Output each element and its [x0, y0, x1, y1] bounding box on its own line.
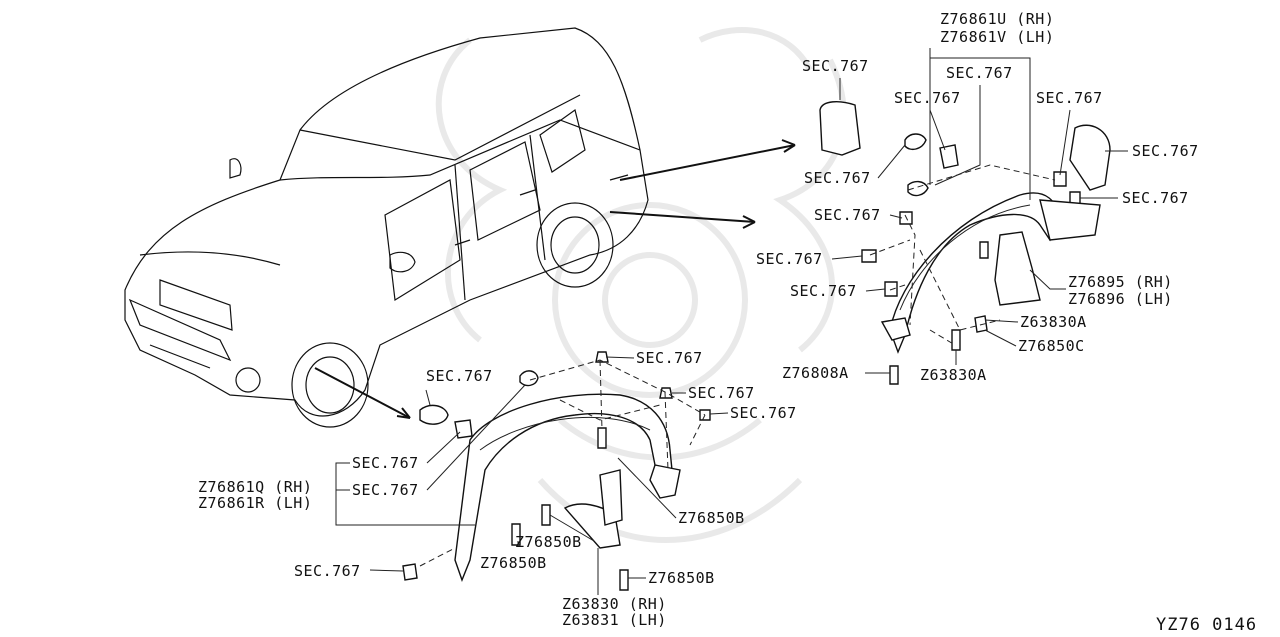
label-rear-liner-lh: Z76861V (LH) — [940, 28, 1054, 46]
watermark-crest — [435, 27, 847, 543]
label-rear-screw-c: Z76850C — [1018, 337, 1085, 355]
label-rear-bolt-b: Z63830A — [920, 366, 987, 384]
label-front-flap-lh: Z63831 (LH) — [562, 611, 667, 629]
label-rear-top-c: SEC.767 — [894, 89, 961, 107]
label-front-screw-d: Z76850B — [648, 569, 715, 587]
label-front-screw-c: Z76850B — [480, 554, 547, 572]
label-rear-liner-rh: Z76861U (RH) — [940, 10, 1054, 28]
label-rear-top-d: SEC.767 — [1036, 89, 1103, 107]
label-rear-flap-rh: Z76895 (RH) — [1068, 273, 1173, 291]
diagram-reference-code: YZ76 0146 — [1156, 615, 1257, 635]
label-front-mount-a: SEC.767 — [426, 367, 493, 385]
label-rear-top-b: SEC.767 — [946, 64, 1013, 82]
front-wheel-arch-parts — [402, 351, 711, 591]
leader-lines — [335, 48, 1128, 595]
label-front-flap-rh: Z63830 (RH) — [562, 595, 667, 613]
label-rear-left-c: SEC.767 — [790, 282, 857, 300]
label-rear-flap-lh: Z76896 (LH) — [1068, 290, 1173, 308]
label-rear-top-a: SEC.767 — [802, 57, 869, 75]
label-rear-mid-a: SEC.767 — [804, 169, 871, 187]
label-front-clip-bottom: SEC.767 — [294, 562, 361, 580]
label-front-screw-b: Z76850B — [515, 533, 582, 551]
rear-wheel-arch-parts — [819, 101, 1111, 385]
label-rear-left-a: SEC.767 — [814, 206, 881, 224]
detail-arrows — [314, 139, 796, 419]
label-rear-screw-a: Z76808A — [782, 364, 849, 382]
vehicle-illustration — [124, 27, 649, 428]
label-front-fastener-d: SEC.767 — [730, 404, 797, 422]
label-rear-left-b: SEC.767 — [756, 250, 823, 268]
label-front-fastener-c: SEC.767 — [688, 384, 755, 402]
label-rear-right-b: SEC.767 — [1122, 189, 1189, 207]
label-front-bracket-a: SEC.767 — [352, 454, 419, 472]
label-rear-right-a: SEC.767 — [1132, 142, 1199, 160]
label-front-mount-b: SEC.767 — [636, 349, 703, 367]
label-front-screw-a: Z76850B — [678, 509, 745, 527]
label-front-bracket-b: SEC.767 — [352, 481, 419, 499]
label-rear-bolt-a: Z63830A — [1020, 313, 1087, 331]
label-front-liner-rh: Z76861Q (RH) — [198, 478, 312, 496]
label-front-liner-lh: Z76861R (LH) — [198, 494, 312, 512]
